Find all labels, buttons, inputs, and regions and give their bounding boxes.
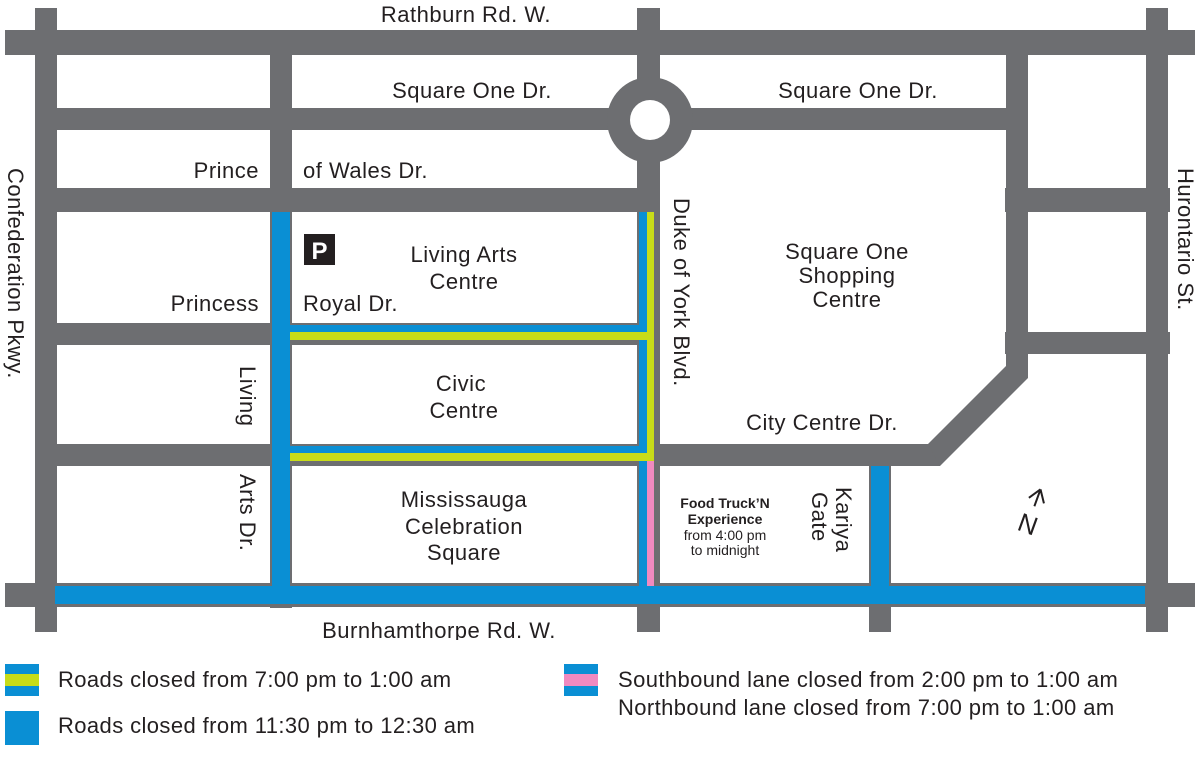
label-gate: Gate bbox=[807, 492, 832, 542]
closure-duke-of-york-pink bbox=[647, 460, 654, 586]
legend-swatch-pink-top bbox=[564, 664, 598, 674]
label-duke-of-york: Duke of York Blvd. bbox=[669, 198, 694, 387]
label-square-one-right: Square One Dr. bbox=[778, 78, 938, 103]
label-princess: Princess bbox=[171, 291, 259, 316]
parking-icon-box bbox=[304, 234, 335, 265]
parking-icon: P bbox=[304, 234, 335, 265]
label-confederation: Confederation Pkwy. bbox=[3, 168, 28, 379]
road-closure-map: Rathburn Rd. W. Square One Dr. Square On… bbox=[3, 2, 1198, 640]
closure-kariya-gate bbox=[871, 466, 889, 586]
closure-duke-of-york-blue bbox=[639, 212, 647, 586]
label-square-one-left: Square One Dr. bbox=[392, 78, 552, 103]
label-arts-dr: Arts Dr. bbox=[235, 474, 260, 551]
legend-northbound-text: Northbound lane closed from 7:00 pm to 1… bbox=[618, 695, 1115, 720]
food-truck-line1: Food Truck’N bbox=[680, 495, 769, 511]
legend-swatch-pink-bottom bbox=[564, 686, 598, 696]
place-civic-line1: Civic bbox=[436, 371, 486, 396]
place-celebration-line2: Celebration bbox=[405, 514, 523, 539]
place-civic-line2: Centre bbox=[429, 398, 498, 423]
place-square-one-line3: Centre bbox=[812, 287, 881, 312]
square-one-drive bbox=[38, 108, 1028, 130]
closure-city-centre-yellow bbox=[290, 453, 654, 461]
label-of-wales: of Wales Dr. bbox=[303, 158, 428, 183]
hurontario-connector-upper bbox=[1005, 188, 1170, 212]
city-centre-drive-east bbox=[640, 444, 940, 466]
legend-swatch-blue bbox=[5, 711, 39, 745]
legend-blue-text: Roads closed from 11:30 pm to 12:30 am bbox=[58, 713, 476, 738]
place-celebration-line1: Mississauga bbox=[401, 487, 528, 512]
hurontario-connector-lower bbox=[1005, 332, 1170, 354]
legend-swatch-pink-mid bbox=[564, 674, 598, 686]
label-kariya: Kariya bbox=[831, 487, 856, 553]
city-centre-drive-diagonal bbox=[928, 364, 1028, 466]
road-network bbox=[5, 8, 1195, 632]
confederation-parkway bbox=[35, 8, 57, 632]
label-hurontario: Hurontario St. bbox=[1173, 168, 1198, 311]
legend-swatch-yellow-bottom bbox=[5, 686, 39, 696]
closure-city-centre-blue bbox=[290, 446, 647, 453]
north-letter: N bbox=[1014, 507, 1042, 542]
place-living-arts-line2: Centre bbox=[429, 269, 498, 294]
roundabout-island bbox=[630, 100, 670, 140]
label-city-centre: City Centre Dr. bbox=[746, 410, 898, 435]
label-living: Living bbox=[235, 366, 260, 426]
hurontario-street bbox=[1146, 8, 1168, 632]
closure-princess-royal-yellow bbox=[290, 332, 654, 340]
legend-swatch-yellow bbox=[5, 664, 39, 696]
closure-burnhamthorpe bbox=[55, 586, 1145, 604]
food-truck-line3: from 4:00 pm bbox=[684, 527, 766, 543]
place-living-arts-line1: Living Arts bbox=[411, 242, 518, 267]
legend-swatch-yellow-top bbox=[5, 664, 39, 674]
label-prince: Prince bbox=[194, 158, 259, 183]
legend-swatch-yellow-mid bbox=[5, 674, 39, 686]
legend-swatch-pink bbox=[564, 664, 598, 696]
closure-princess-royal-blue bbox=[290, 325, 647, 332]
place-celebration-line3: Square bbox=[427, 540, 501, 565]
label-rathburn: Rathburn Rd. W. bbox=[381, 2, 551, 27]
closure-overlays bbox=[55, 212, 1145, 604]
prince-of-wales-drive bbox=[38, 188, 658, 212]
label-burnhamthorpe: Burnhamthorpe Rd. W. bbox=[322, 618, 556, 640]
place-square-one-line2: Shopping bbox=[799, 263, 896, 288]
food-truck-line4: to midnight bbox=[691, 542, 760, 558]
parking-icon-letter: P bbox=[311, 238, 327, 265]
place-square-one-line1: Square One bbox=[785, 239, 909, 264]
closure-living-arts-drive bbox=[272, 212, 290, 586]
label-royal: Royal Dr. bbox=[303, 291, 398, 316]
legend-southbound-text: Southbound lane closed from 2:00 pm to 1… bbox=[618, 667, 1119, 692]
north-arrow-icon: N bbox=[1014, 488, 1045, 542]
rathburn-road bbox=[5, 30, 1195, 55]
square-one-connector bbox=[1006, 40, 1028, 378]
food-truck-line2: Experience bbox=[688, 511, 763, 527]
legend-yellow-text: Roads closed from 7:00 pm to 1:00 am bbox=[58, 667, 452, 692]
